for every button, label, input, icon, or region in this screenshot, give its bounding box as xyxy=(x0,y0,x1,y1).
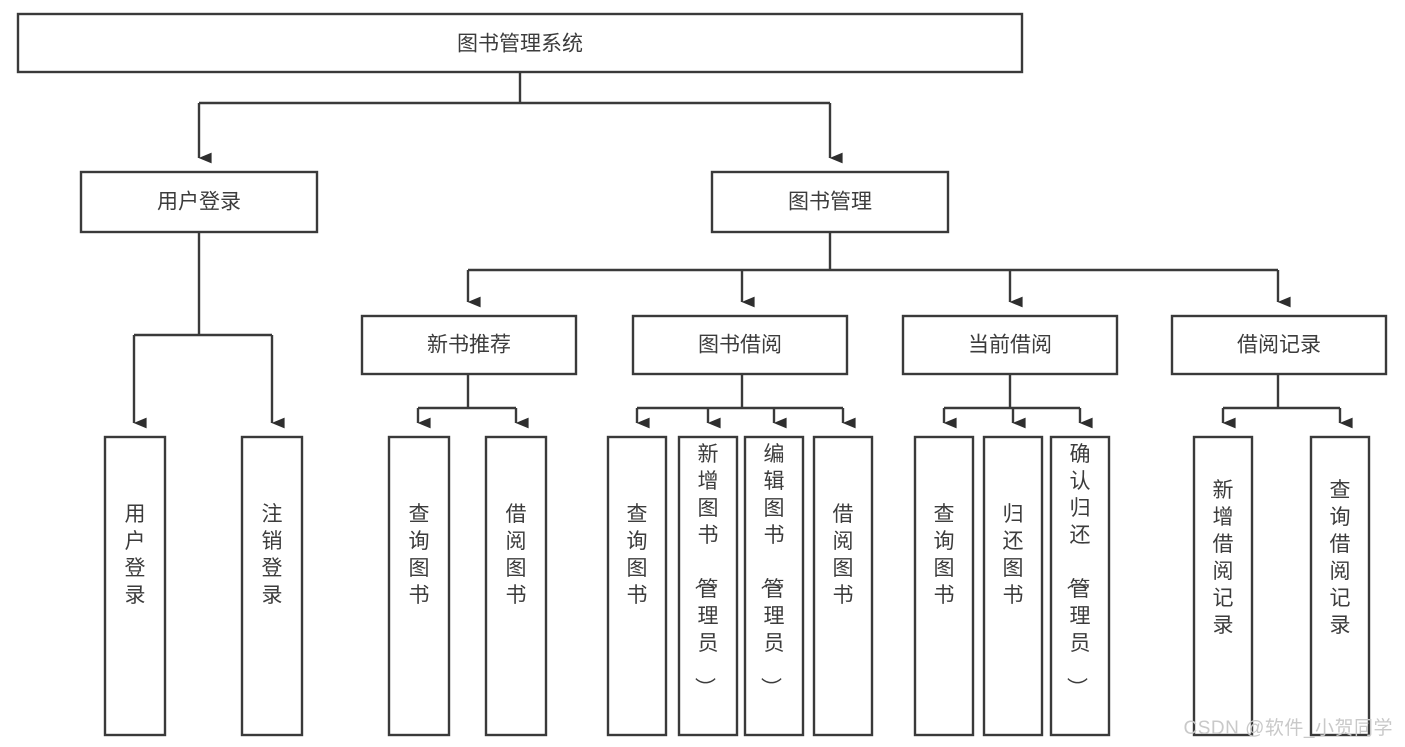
node-borrow-record-box[interactable] xyxy=(1170,314,1388,376)
node-new-book-recommend-label: 新书推荐 xyxy=(427,334,511,357)
leaf-cb-return-book-label: 归还图书 xyxy=(1003,503,1024,607)
leaf-cb-query-book-label: 查询图书 xyxy=(934,503,955,607)
leaf-cb-query-book-box[interactable] xyxy=(913,435,975,737)
leaf-node-bb-borrow-book[interactable]: 借阅图书 xyxy=(812,435,874,737)
node-book-manage[interactable]: 图书管理 xyxy=(710,170,950,234)
connector-book-manage-bus xyxy=(468,232,1278,272)
leaf-br-query-record-label: 查询借阅记录 xyxy=(1330,479,1351,637)
node-user-login-label: 用户登录 xyxy=(157,191,241,214)
leaf-rec-borrow-book-label: 借阅图书 xyxy=(506,503,527,607)
leaf-bb-edit-book-box[interactable] xyxy=(743,435,805,737)
leaf-node-rec-borrow-book[interactable]: 借阅图书 xyxy=(484,435,548,737)
node-current-borrow-box[interactable] xyxy=(901,314,1119,376)
leaf-node-bb-edit-book[interactable]: 编辑图书（管理员） xyxy=(743,435,805,737)
leaf-node-bb-query-book[interactable]: 查询图书 xyxy=(606,435,668,737)
leaf-node-user-logout[interactable]: 注销登录 xyxy=(240,435,304,737)
leaf-user-login-box[interactable] xyxy=(103,435,167,737)
node-borrow-record[interactable]: 借阅记录 xyxy=(1170,314,1388,376)
connector-layer xyxy=(132,72,1353,429)
leaf-node-br-add-record[interactable]: 新增借阅记录 xyxy=(1192,435,1254,737)
connector-user-login-bus xyxy=(134,232,272,337)
node-book-borrow[interactable]: 图书借阅 xyxy=(631,314,849,376)
leaf-rec-borrow-book-box[interactable] xyxy=(484,435,548,737)
leaf-cb-confirm-return-box[interactable] xyxy=(1049,435,1111,737)
connector-borrow-record-bus xyxy=(1223,374,1340,410)
leaf-node-br-query-record[interactable]: 查询借阅记录 xyxy=(1309,435,1371,737)
node-root[interactable]: 图书管理系统 xyxy=(16,12,1024,74)
node-current-borrow[interactable]: 当前借阅 xyxy=(901,314,1119,376)
leaf-user-logout-label: 注销登录 xyxy=(262,503,283,607)
leaf-node-cb-return-book[interactable]: 归还图书 xyxy=(982,435,1044,737)
node-new-book-recommend[interactable]: 新书推荐 xyxy=(360,314,578,376)
connector-new-book-recommend-bus xyxy=(418,374,516,410)
csdn-watermark: CSDN @软件_小贺同学 xyxy=(1183,718,1393,739)
node-new-book-recommend-box[interactable] xyxy=(360,314,578,376)
leaf-node-bb-add-book[interactable]: 新增图书（管理员） xyxy=(677,435,739,737)
leaf-rec-query-book-label: 查询图书 xyxy=(409,503,430,607)
leaf-br-add-record-label: 新增借阅记录 xyxy=(1213,479,1234,637)
leaf-br-query-record-box[interactable] xyxy=(1309,435,1371,737)
node-root-box[interactable] xyxy=(16,12,1024,74)
leaf-node-user-login[interactable]: 用户登录 xyxy=(103,435,167,737)
node-borrow-record-label: 借阅记录 xyxy=(1237,334,1321,357)
node-current-borrow-label: 当前借阅 xyxy=(968,334,1052,357)
leaf-user-login-label: 用户登录 xyxy=(125,503,146,607)
leaf-cb-confirm-return-label: 确认归还（管理员） xyxy=(1065,443,1091,698)
leaf-cb-return-book-box[interactable] xyxy=(982,435,1044,737)
connector-root-bus xyxy=(199,72,830,105)
leaf-bb-add-book-box[interactable] xyxy=(677,435,739,737)
leaf-br-add-record-box[interactable] xyxy=(1192,435,1254,737)
leaf-bb-borrow-book-label: 借阅图书 xyxy=(833,503,854,607)
node-book-manage-box[interactable] xyxy=(710,170,950,234)
node-book-borrow-box[interactable] xyxy=(631,314,849,376)
leaf-user-logout-box[interactable] xyxy=(240,435,304,737)
leaf-bb-edit-book-label: 编辑图书（管理员） xyxy=(759,443,785,698)
leaf-rec-query-book-box[interactable] xyxy=(387,435,451,737)
node-book-manage-label: 图书管理 xyxy=(788,191,872,214)
connector-current-borrow-bus xyxy=(944,374,1080,410)
leaf-node-rec-query-book[interactable]: 查询图书 xyxy=(387,435,451,737)
leaf-node-cb-confirm-return[interactable]: 确认归还（管理员） xyxy=(1049,435,1111,737)
connector-book-borrow-bus xyxy=(637,374,843,410)
leaf-node-cb-query-book[interactable]: 查询图书 xyxy=(913,435,975,737)
leaf-bb-query-book-label: 查询图书 xyxy=(627,503,648,607)
node-book-borrow-label: 图书借阅 xyxy=(698,334,782,357)
node-user-login[interactable]: 用户登录 xyxy=(79,170,319,234)
leaf-bb-borrow-book-box[interactable] xyxy=(812,435,874,737)
leaf-bb-query-book-box[interactable] xyxy=(606,435,668,737)
leaf-bb-add-book-label: 新增图书（管理员） xyxy=(693,443,719,698)
node-root-label: 图书管理系统 xyxy=(457,33,583,56)
node-user-login-box[interactable] xyxy=(79,170,319,234)
